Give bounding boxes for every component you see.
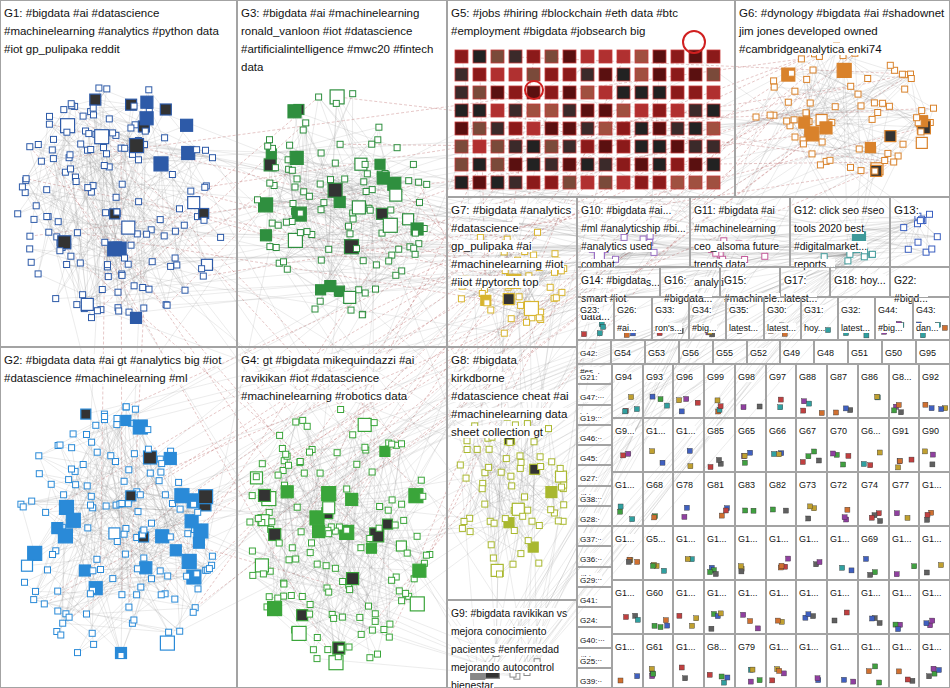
graph-canvas: G1: #bigdata #ai #datascience #machinele… xyxy=(0,0,950,688)
